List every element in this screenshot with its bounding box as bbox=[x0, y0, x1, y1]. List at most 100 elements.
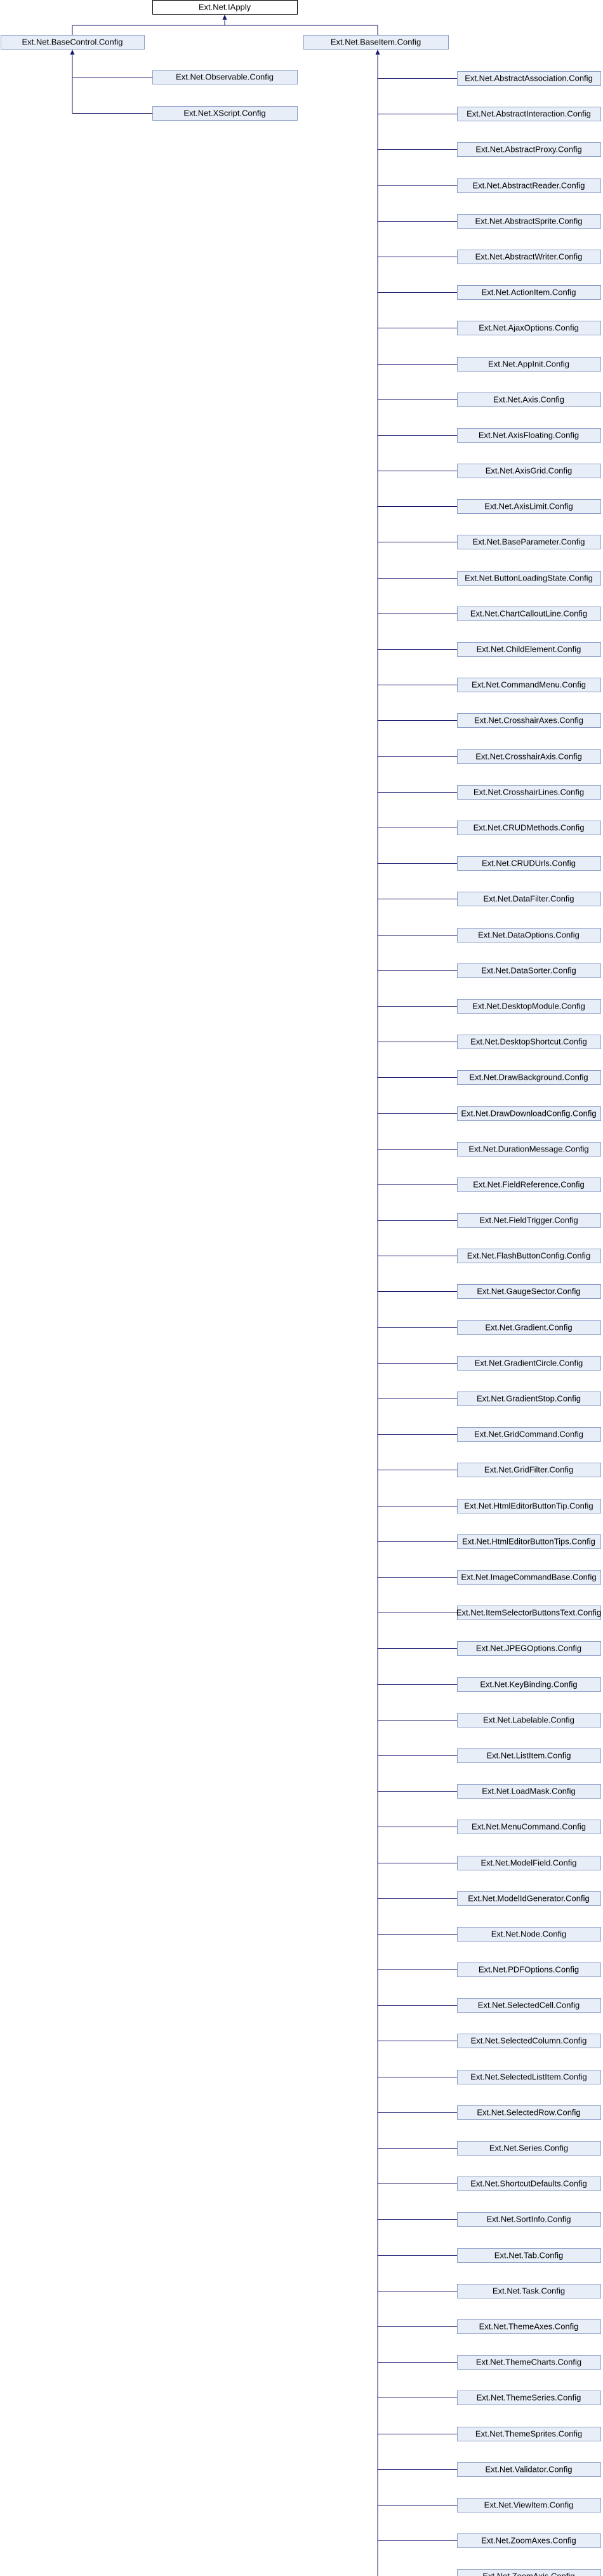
class-node-abstract-writer-config[interactable]: Ext.Net.AbstractWriter.Config bbox=[457, 250, 601, 264]
class-node-axis-config[interactable]: Ext.Net.Axis.Config bbox=[457, 392, 601, 407]
class-node-flash-button-config-config[interactable]: Ext.Net.FlashButtonConfig.Config bbox=[457, 1249, 601, 1263]
class-node-abstract-sprite-config[interactable]: Ext.Net.AbstractSprite.Config bbox=[457, 214, 601, 229]
node-box bbox=[457, 928, 601, 943]
class-node-zoom-axis-config[interactable]: Ext.Net.ZoomAxis.Config bbox=[457, 2569, 601, 2576]
node-box bbox=[457, 321, 601, 335]
class-node-abstract-interaction-config[interactable]: Ext.Net.AbstractInteraction.Config bbox=[457, 107, 601, 121]
class-node-base-parameter-config[interactable]: Ext.Net.BaseParameter.Config bbox=[457, 535, 601, 549]
class-node-shortcut-defaults-config[interactable]: Ext.Net.ShortcutDefaults.Config bbox=[457, 2177, 601, 2191]
class-node-draw-background-config[interactable]: Ext.Net.DrawBackground.Config bbox=[457, 1070, 601, 1085]
class-node-theme-series-config[interactable]: Ext.Net.ThemeSeries.Config bbox=[457, 2391, 601, 2405]
class-node-axis-limit-config[interactable]: Ext.Net.AxisLimit.Config bbox=[457, 499, 601, 514]
node-label: Ext.Net.ZoomAxis.Config bbox=[482, 2572, 574, 2576]
class-node-series-config[interactable]: Ext.Net.Series.Config bbox=[457, 2141, 601, 2156]
class-node-ajax-options-config[interactable]: Ext.Net.AjaxOptions.Config bbox=[457, 321, 601, 335]
class-node-button-loading-state-config[interactable]: Ext.Net.ButtonLoadingState.Config bbox=[457, 571, 601, 586]
class-node-theme-sprites-config[interactable]: Ext.Net.ThemeSprites.Config bbox=[457, 2427, 601, 2441]
class-node-data-options-config[interactable]: Ext.Net.DataOptions.Config bbox=[457, 928, 601, 943]
class-node-app-init-config[interactable]: Ext.Net.AppInit.Config bbox=[457, 357, 601, 372]
class-node-menu-command-config[interactable]: Ext.Net.MenuCommand.Config bbox=[457, 1820, 601, 1834]
class-node-grid-filter-config[interactable]: Ext.Net.GridFilter.Config bbox=[457, 1463, 601, 1477]
class-node-grid-command-config[interactable]: Ext.Net.GridCommand.Config bbox=[457, 1427, 601, 1442]
class-node-crosshair-axis-config[interactable]: Ext.Net.CrosshairAxis.Config bbox=[457, 749, 601, 764]
class-node-iapply[interactable]: Ext.Net.IApply bbox=[152, 0, 298, 15]
class-node-model-id-generator-config[interactable]: Ext.Net.ModelIdGenerator.Config bbox=[457, 1891, 601, 1906]
node-box bbox=[457, 821, 601, 835]
class-node-data-sorter-config[interactable]: Ext.Net.DataSorter.Config bbox=[457, 963, 601, 978]
class-node-load-mask-config[interactable]: Ext.Net.LoadMask.Config bbox=[457, 1784, 601, 1799]
node-label: Ext.Net.ChildElement.Config bbox=[477, 645, 581, 654]
node-label: Ext.Net.ListItem.Config bbox=[487, 1751, 571, 1761]
class-node-jpegoptions-config[interactable]: Ext.Net.JPEGOptions.Config bbox=[457, 1641, 601, 1656]
class-node-item-selector-buttons-text-config[interactable]: Ext.Net.ItemSelectorButtonsText.Config bbox=[456, 1606, 601, 1620]
class-node-pdfoptions-config[interactable]: Ext.Net.PDFOptions.Config bbox=[457, 1962, 601, 1977]
node-box bbox=[457, 2070, 601, 2084]
class-node-desktop-module-config[interactable]: Ext.Net.DesktopModule.Config bbox=[457, 999, 601, 1014]
node-label: Ext.Net.GradientStop.Config bbox=[477, 1394, 581, 1404]
class-node-crudmethods-config[interactable]: Ext.Net.CRUDMethods.Config bbox=[457, 821, 601, 835]
baseitem-arrowhead bbox=[375, 50, 380, 55]
class-node-xscript-config[interactable]: Ext.Net.XScript.Config bbox=[152, 106, 298, 121]
class-node-desktop-shortcut-config[interactable]: Ext.Net.DesktopShortcut.Config bbox=[457, 1035, 601, 1049]
class-node-list-item-config[interactable]: Ext.Net.ListItem.Config bbox=[457, 1748, 601, 1763]
node-box bbox=[457, 2177, 601, 2191]
class-node-abstract-proxy-config[interactable]: Ext.Net.AbstractProxy.Config bbox=[457, 142, 601, 157]
class-node-selected-cell-config[interactable]: Ext.Net.SelectedCell.Config bbox=[457, 1998, 601, 2013]
class-node-theme-charts-config[interactable]: Ext.Net.ThemeCharts.Config bbox=[457, 2355, 601, 2370]
class-node-model-field-config[interactable]: Ext.Net.ModelField.Config bbox=[457, 1856, 601, 1870]
class-node-gauge-sector-config[interactable]: Ext.Net.GaugeSector.Config bbox=[457, 1284, 601, 1299]
node-label: Ext.Net.Labelable.Config bbox=[483, 1715, 574, 1725]
class-node-abstract-association-config[interactable]: Ext.Net.AbstractAssociation.Config bbox=[457, 71, 601, 86]
node-label: Ext.Net.ThemeSeries.Config bbox=[477, 2393, 581, 2403]
class-node-view-item-config[interactable]: Ext.Net.ViewItem.Config bbox=[457, 2498, 601, 2512]
node-box bbox=[457, 1534, 601, 1549]
class-node-child-element-config[interactable]: Ext.Net.ChildElement.Config bbox=[457, 642, 601, 657]
class-node-task-config[interactable]: Ext.Net.Task.Config bbox=[457, 2284, 601, 2298]
node-box bbox=[457, 1427, 601, 1442]
class-node-base-control-config[interactable]: Ext.Net.BaseControl.Config bbox=[1, 35, 145, 50]
class-node-html-editor-button-tip-config[interactable]: Ext.Net.HtmlEditorButtonTip.Config bbox=[457, 1499, 601, 1513]
class-node-gradient-circle-config[interactable]: Ext.Net.GradientCircle.Config bbox=[457, 1356, 601, 1371]
class-node-gradient-config[interactable]: Ext.Net.Gradient.Config bbox=[457, 1320, 601, 1335]
class-node-sort-info-config[interactable]: Ext.Net.SortInfo.Config bbox=[457, 2212, 601, 2227]
class-node-crosshair-axes-config[interactable]: Ext.Net.CrosshairAxes.Config bbox=[457, 713, 601, 728]
class-node-node-config[interactable]: Ext.Net.Node.Config bbox=[457, 1927, 601, 1942]
class-node-observable-config[interactable]: Ext.Net.Observable.Config bbox=[152, 70, 298, 84]
class-node-validator-config[interactable]: Ext.Net.Validator.Config bbox=[457, 2462, 601, 2477]
node-box bbox=[457, 571, 601, 586]
class-node-labelable-config[interactable]: Ext.Net.Labelable.Config bbox=[457, 1713, 601, 1727]
class-node-selected-column-config[interactable]: Ext.Net.SelectedColumn.Config bbox=[457, 2034, 601, 2048]
class-node-axis-floating-config[interactable]: Ext.Net.AxisFloating.Config bbox=[457, 428, 601, 443]
class-node-command-menu-config[interactable]: Ext.Net.CommandMenu.Config bbox=[457, 678, 601, 692]
node-box bbox=[457, 856, 601, 871]
class-node-duration-message-config[interactable]: Ext.Net.DurationMessage.Config bbox=[457, 1142, 601, 1157]
class-node-axis-grid-config[interactable]: Ext.Net.AxisGrid.Config bbox=[457, 464, 601, 478]
node-label: Ext.Net.ShortcutDefaults.Config bbox=[470, 2179, 587, 2189]
class-node-key-binding-config[interactable]: Ext.Net.KeyBinding.Config bbox=[457, 1677, 601, 1692]
class-node-crosshair-lines-config[interactable]: Ext.Net.CrosshairLines.Config bbox=[457, 785, 601, 800]
class-node-tab-config[interactable]: Ext.Net.Tab.Config bbox=[457, 2248, 601, 2263]
node-box bbox=[457, 1998, 601, 2013]
class-node-gradient-stop-config[interactable]: Ext.Net.GradientStop.Config bbox=[457, 1392, 601, 1406]
class-node-data-filter-config[interactable]: Ext.Net.DataFilter.Config bbox=[457, 892, 601, 906]
node-box bbox=[457, 1570, 601, 1585]
class-node-chart-callout-line-config[interactable]: Ext.Net.ChartCalloutLine.Config bbox=[457, 607, 601, 621]
class-node-abstract-reader-config[interactable]: Ext.Net.AbstractReader.Config bbox=[457, 178, 601, 193]
node-label: Ext.Net.AxisFloating.Config bbox=[479, 431, 579, 440]
class-node-selected-list-item-config[interactable]: Ext.Net.SelectedListItem.Config bbox=[457, 2070, 601, 2084]
class-node-field-reference-config[interactable]: Ext.Net.FieldReference.Config bbox=[457, 1177, 601, 1192]
class-node-selected-row-config[interactable]: Ext.Net.SelectedRow.Config bbox=[457, 2105, 601, 2120]
class-node-field-trigger-config[interactable]: Ext.Net.FieldTrigger.Config bbox=[457, 1213, 601, 1228]
node-box bbox=[457, 2212, 601, 2227]
class-node-html-editor-button-tips-config[interactable]: Ext.Net.HtmlEditorButtonTips.Config bbox=[457, 1534, 601, 1549]
class-node-draw-download-config-config[interactable]: Ext.Net.DrawDownloadConfig.Config bbox=[457, 1106, 601, 1121]
class-node-image-command-base-config[interactable]: Ext.Net.ImageCommandBase.Config bbox=[457, 1570, 601, 1585]
class-node-crudurls-config[interactable]: Ext.Net.CRUDUrls.Config bbox=[457, 856, 601, 871]
node-box bbox=[457, 71, 601, 86]
class-node-theme-axes-config[interactable]: Ext.Net.ThemeAxes.Config bbox=[457, 2319, 601, 2334]
node-box bbox=[457, 392, 601, 407]
class-node-zoom-axes-config[interactable]: Ext.Net.ZoomAxes.Config bbox=[457, 2533, 601, 2548]
class-node-action-item-config[interactable]: Ext.Net.ActionItem.Config bbox=[457, 285, 601, 300]
class-node-base-item-config[interactable]: Ext.Net.BaseItem.Config bbox=[303, 35, 449, 50]
